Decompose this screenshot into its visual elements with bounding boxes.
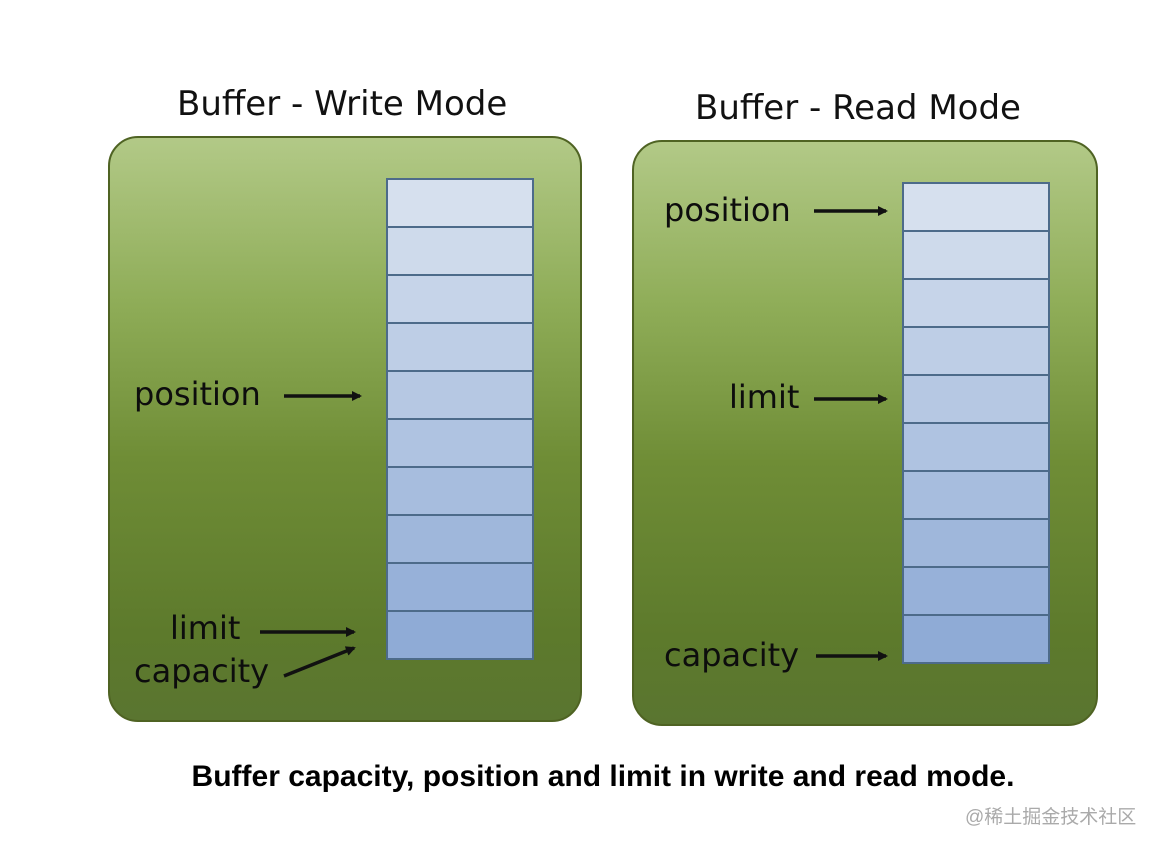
buffer-cell xyxy=(904,280,1048,328)
read-mode-title: Buffer - Read Mode xyxy=(695,88,1021,128)
write-capacity-label: capacity xyxy=(134,652,270,690)
buffer-cell xyxy=(388,276,532,324)
figure-caption: Buffer capacity, position and limit in w… xyxy=(191,760,1015,793)
read-capacity-label: capacity xyxy=(664,636,800,674)
watermark: @稀土掘金技术社区 xyxy=(965,807,1137,828)
buffer-cell xyxy=(904,328,1048,376)
buffer-cell xyxy=(904,472,1048,520)
read-limit-label: limit xyxy=(729,378,800,416)
buffer-cell xyxy=(904,520,1048,568)
buffer-cell xyxy=(388,468,532,516)
read-buffer xyxy=(902,182,1050,664)
buffer-cell xyxy=(904,184,1048,232)
write-limit-label: limit xyxy=(170,609,241,647)
buffer-cell xyxy=(388,564,532,612)
buffer-cell xyxy=(388,180,532,228)
write-capacity-arrow xyxy=(283,646,356,678)
buffer-cell xyxy=(904,616,1048,662)
buffer-cell xyxy=(388,324,532,372)
buffer-cell xyxy=(388,372,532,420)
buffer-cell xyxy=(904,376,1048,424)
write-mode-title: Buffer - Write Mode xyxy=(177,84,508,124)
buffer-cell xyxy=(904,568,1048,616)
buffer-cell xyxy=(904,424,1048,472)
buffer-cell xyxy=(388,228,532,276)
buffer-cell xyxy=(388,420,532,468)
buffer-cell xyxy=(388,516,532,564)
buffer-cell xyxy=(388,612,532,658)
write-buffer xyxy=(386,178,534,660)
buffer-cell xyxy=(904,232,1048,280)
write-position-label: position xyxy=(134,375,261,413)
read-position-label: position xyxy=(664,191,791,229)
